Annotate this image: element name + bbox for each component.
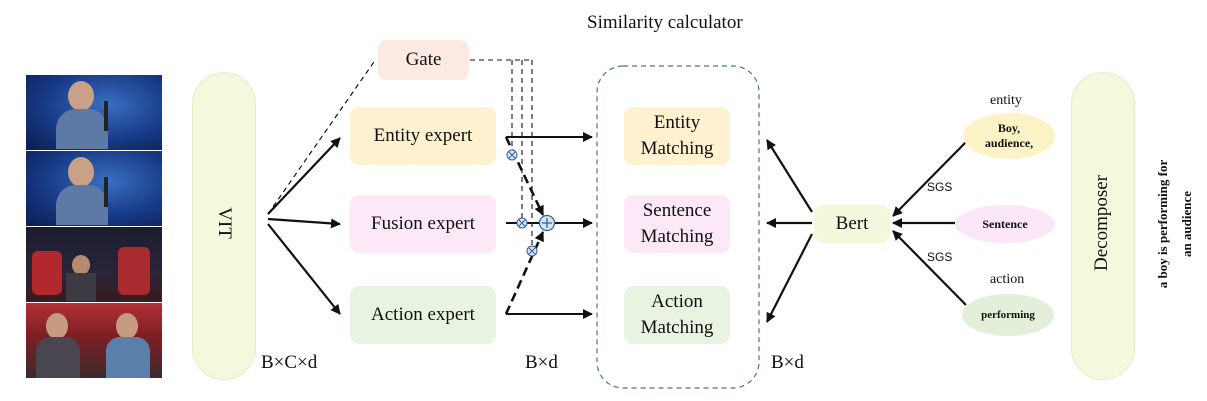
action-expert-box: Action expert <box>350 286 496 344</box>
entity-ellipse: Boy, audience, <box>963 113 1055 159</box>
gate-box: Gate <box>378 40 469 80</box>
entity-expert-box: Entity expert <box>350 107 496 165</box>
gate-dashed-lines <box>470 59 533 251</box>
diagram-title: Similarity calculator <box>587 12 743 33</box>
sum-node <box>538 214 556 232</box>
arrow-action-to-bert <box>892 230 967 306</box>
entity-header: entity <box>990 93 1022 108</box>
entity-matching-box: Entity Matching <box>624 107 730 165</box>
action-ellipse: performing <box>962 294 1054 336</box>
video-frame-1 <box>26 75 162 150</box>
multiply-node-action <box>526 245 538 257</box>
dim-label-text: B×d <box>771 352 804 373</box>
vit-encoder <box>192 72 256 380</box>
dashed-entity-to-sum <box>504 136 545 216</box>
vit-label: VIT <box>214 207 235 239</box>
multiply-node-entity <box>506 149 518 161</box>
arrow-bert-to-entity-matching <box>766 139 813 213</box>
bert-box: Bert <box>814 205 890 243</box>
decomposer-label: Decomposer <box>1091 174 1112 272</box>
dashed-vit-to-gate <box>267 58 377 215</box>
dim-label-fused: B×d <box>525 352 558 373</box>
decomposer-block <box>1071 72 1135 380</box>
sentence-matching-box: Sentence Matching <box>624 195 730 253</box>
arrow-bert-to-action-matching <box>766 233 813 323</box>
fusion-expert-box: Fusion expert <box>350 195 496 253</box>
dashed-action-to-sum <box>504 231 545 315</box>
video-frame-4 <box>26 303 162 378</box>
action-matching-box: Action Matching <box>624 286 730 344</box>
caption-text: a boy is performing for an audience <box>1155 159 1194 289</box>
video-frame-2 <box>26 151 162 226</box>
arrow-vit-to-entity <box>267 137 341 215</box>
multiply-node-fusion <box>516 217 528 229</box>
video-frame-3 <box>26 227 162 302</box>
action-header: action <box>990 272 1025 287</box>
arrow-entity-to-bert <box>892 141 967 217</box>
sgs-label-bottom: SGS <box>927 250 953 264</box>
arrow-vit-to-fusion <box>267 217 341 229</box>
sgs-label-top: SGS <box>927 180 953 194</box>
dim-label-vit-output: B×C×d <box>261 352 318 373</box>
sentence-ellipse: Sentence <box>955 205 1055 243</box>
similarity-calculator-frame <box>596 65 760 389</box>
arrow-vit-to-action <box>267 223 341 315</box>
